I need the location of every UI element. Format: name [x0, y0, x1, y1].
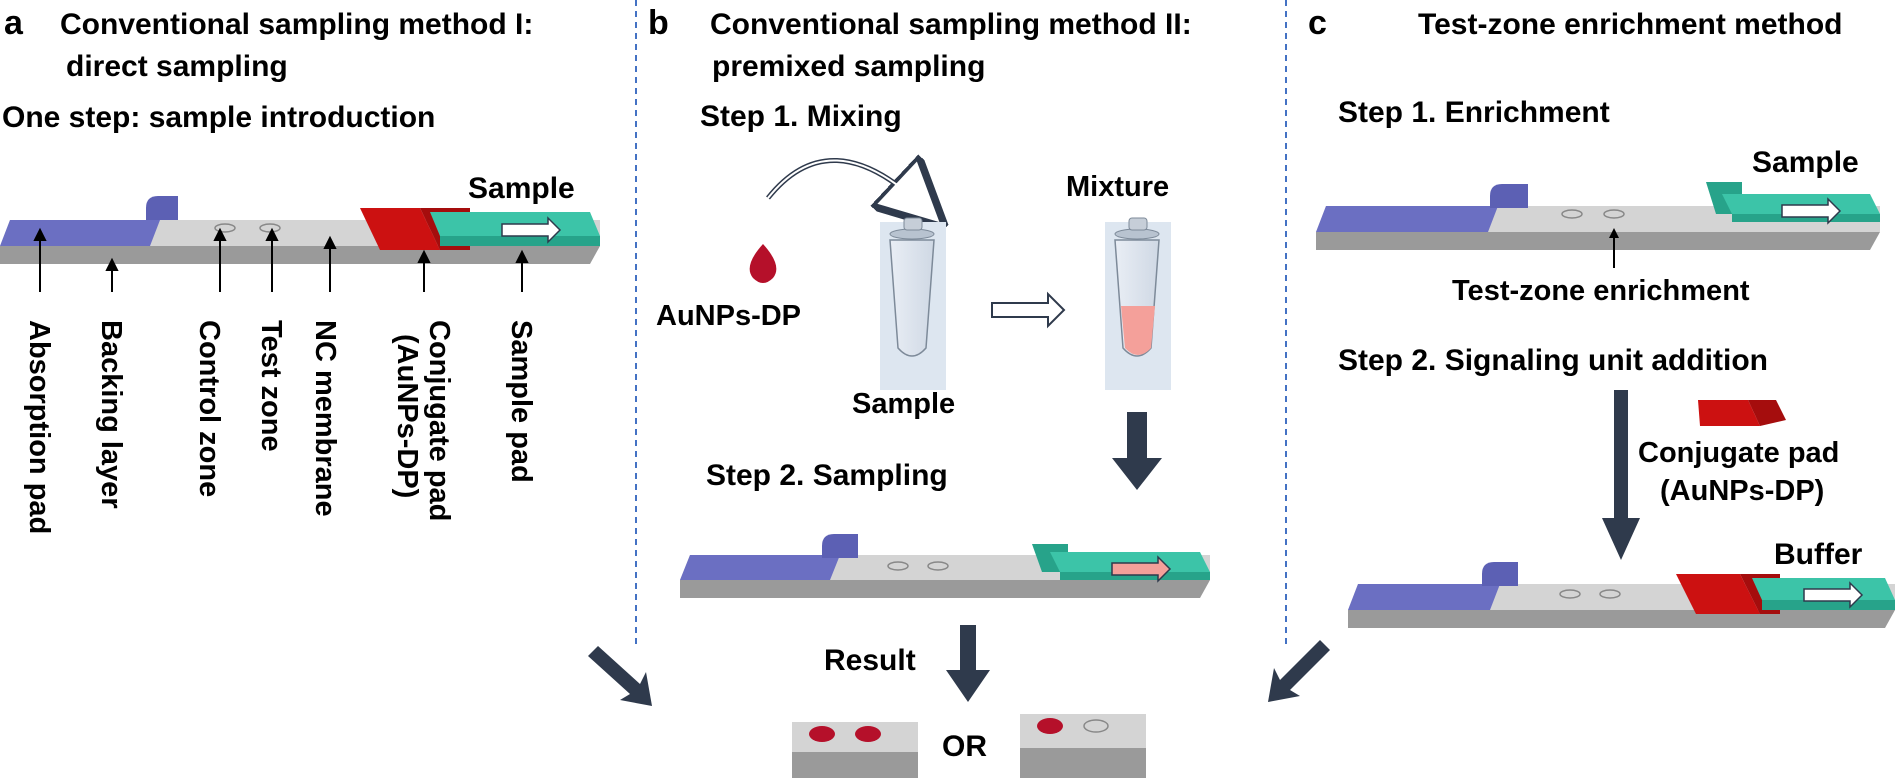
panel-c-sample-label: Sample: [1752, 146, 1859, 179]
panel-c-step2: Step 2. Signaling unit addition: [1338, 344, 1768, 377]
panel-c-step1: Step 1. Enrichment: [1338, 96, 1610, 129]
panel-b-title-line1: Conventional sampling method II:: [710, 8, 1192, 41]
label-sample-pad: Sample pad: [505, 320, 537, 483]
panel-a-pointers: [33, 227, 529, 292]
panel-b: b Conventional sampling method II: premi…: [588, 4, 1330, 778]
panel-c-letter: c: [1308, 4, 1327, 42]
panel-b-letter: b: [648, 4, 669, 42]
down-arrow-b1: [1112, 412, 1162, 490]
label-backing-layer: Backing layer: [95, 320, 127, 509]
panel-a-letter: a: [4, 4, 24, 42]
label-test-zone: Test zone: [255, 320, 287, 452]
down-arrow-b2: [946, 625, 990, 702]
or-label: OR: [942, 730, 987, 763]
enrichment-label: Test-zone enrichment: [1452, 275, 1750, 307]
panel-a: a Conventional sampling method I: direct…: [0, 4, 600, 534]
panel-c: c Test-zone enrichment method Step 1. En…: [1308, 4, 1895, 628]
panel-a-title-line1: Conventional sampling method I:: [60, 8, 533, 41]
aunps-drop: [749, 244, 777, 283]
panel-b-step1: Step 1. Mixing: [700, 100, 902, 133]
strip-c1: [1316, 182, 1880, 250]
panel-b-title-line2: premixed sampling: [712, 50, 985, 83]
sample-label-b: Sample: [852, 388, 955, 420]
panel-b-step2: Step 2. Sampling: [706, 459, 948, 492]
strip-b: [680, 534, 1210, 598]
panel-a-title-line2: direct sampling: [66, 50, 288, 83]
mixture-label: Mixture: [1066, 171, 1169, 203]
result-label: Result: [824, 644, 916, 677]
result-strip-2: [1020, 714, 1146, 778]
panel-a-sample-label: Sample: [468, 172, 575, 205]
label-conjugate-pad-line1: Conjugate pad: [423, 320, 455, 521]
diag-arrow-left: [588, 646, 652, 706]
down-arrow-c: [1602, 390, 1640, 560]
label-conjugate-pad-line2: (AuNPs-DP): [391, 334, 423, 498]
aunps-label: AuNPs-DP: [656, 300, 801, 332]
curved-arrow: [766, 160, 920, 204]
strip-c2: [1348, 562, 1895, 628]
conjugate-label-c-line2: (AuNPs-DP): [1660, 475, 1824, 507]
diag-arrow-right: [1268, 640, 1330, 702]
label-absorption-pad: Absorption pad: [23, 320, 55, 534]
panel-c-title: Test-zone enrichment method: [1418, 8, 1842, 41]
label-control-zone: Control zone: [193, 320, 225, 497]
sample-tube: [880, 217, 946, 390]
buffer-label: Buffer: [1774, 538, 1863, 571]
panel-a-step: One step: sample introduction: [2, 101, 435, 134]
label-nc-membrane: NC membrane: [309, 320, 341, 517]
strip-a: [0, 196, 600, 264]
floating-conjugate-pad: [1698, 400, 1786, 426]
mixture-tube: [1105, 217, 1171, 390]
conjugate-label-c-line1: Conjugate pad: [1638, 437, 1839, 469]
hollow-arrow: [991, 291, 1066, 329]
result-strip-1: [792, 722, 918, 778]
